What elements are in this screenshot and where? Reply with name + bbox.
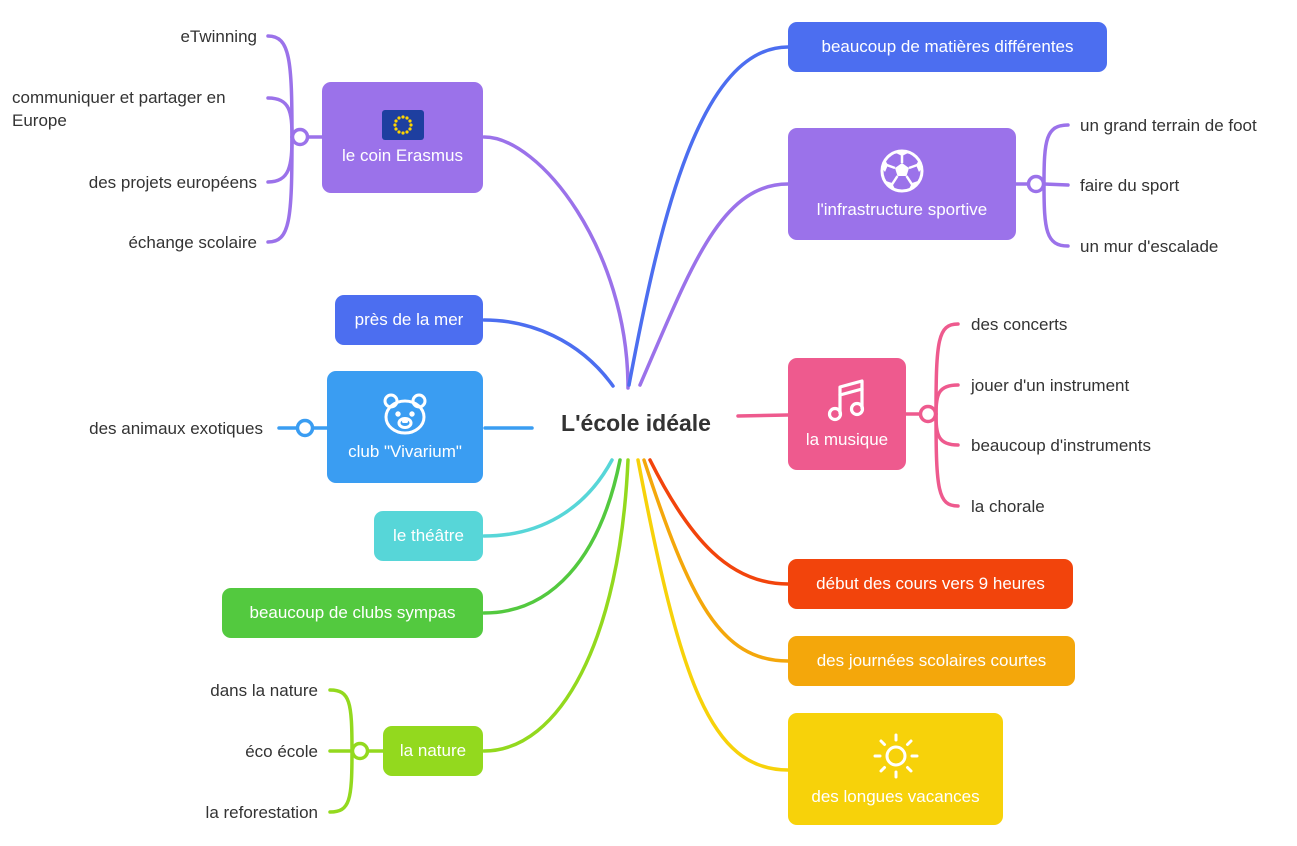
node-matieres[interactable]: beaucoup de matières différentes <box>788 22 1107 72</box>
music-note-icon <box>827 378 867 424</box>
node-erasmus-label: le coin Erasmus <box>342 145 463 165</box>
link-cours <box>648 458 790 586</box>
link-musique <box>736 413 790 418</box>
leaf-beaucoup-instruments[interactable]: beaucoup d'instruments <box>971 436 1151 455</box>
link-matieres <box>627 45 790 387</box>
node-sport-label: l'infrastructure sportive <box>816 200 988 219</box>
bracket-musique <box>904 322 960 508</box>
soccer-ball-icon <box>879 148 925 194</box>
leaf-terrain-foot[interactable]: un grand terrain de foot <box>1080 116 1257 135</box>
bear-icon <box>381 392 429 436</box>
bracket-nature <box>328 688 385 814</box>
node-journees[interactable]: des journées scolaires courtes <box>788 636 1075 686</box>
bracket-erasmus <box>266 34 324 244</box>
bracket-sport <box>1014 123 1070 248</box>
link-vacances <box>636 458 790 772</box>
node-musique-label: la musique <box>805 430 889 449</box>
leaf-jouer-instrument[interactable]: jouer d'un instrument <box>971 376 1130 395</box>
leaf-chorale[interactable]: la chorale <box>971 497 1045 516</box>
link-theatre <box>482 458 614 538</box>
link-mer <box>482 318 615 388</box>
node-vacances[interactable]: des longues vacances <box>788 713 1003 825</box>
sun-icon <box>871 731 921 781</box>
link-erasmus <box>482 135 630 390</box>
leaf-eco-ecole[interactable]: éco école <box>245 742 318 761</box>
leaf-concerts[interactable]: des concerts <box>971 315 1068 334</box>
leaf-echange-scolaire[interactable]: échange scolaire <box>128 233 257 252</box>
leaf-etwinning[interactable]: eTwinning <box>180 27 257 46</box>
link-sport <box>638 182 790 387</box>
leaf-communiquer[interactable]: communiquer et partager en Europe <box>12 88 226 130</box>
node-vacances-label: des longues vacances <box>811 787 980 806</box>
central-topic[interactable]: L'école idéale <box>561 409 711 436</box>
eu-flag-icon <box>381 109 424 140</box>
node-vivarium-label: club "Vivarium" <box>348 442 462 461</box>
leaf-mur-escalade[interactable]: un mur d'escalade <box>1080 237 1219 256</box>
link-journees <box>642 458 790 663</box>
leaf-faire-du-sport[interactable]: faire du sport <box>1080 176 1180 195</box>
node-nature[interactable]: la nature <box>383 726 483 776</box>
bracket-vivarium <box>277 418 329 438</box>
node-erasmus[interactable]: le coin Erasmus <box>322 82 483 193</box>
node-musique[interactable]: la musique <box>788 358 906 470</box>
leaf-reforestation[interactable]: la reforestation <box>205 803 318 822</box>
node-clubs[interactable]: beaucoup de clubs sympas <box>222 588 483 638</box>
node-mer[interactable]: près de la mer <box>335 295 483 345</box>
leaf-animaux-exotiques[interactable]: des animaux exotiques <box>89 419 263 438</box>
link-clubs <box>482 458 622 615</box>
leaf-dans-la-nature[interactable]: dans la nature <box>210 681 318 700</box>
node-cours[interactable]: début des cours vers 9 heures <box>788 559 1073 609</box>
leaf-projets-europeens[interactable]: des projets européens <box>88 173 257 192</box>
node-vivarium[interactable]: club "Vivarium" <box>327 371 483 483</box>
node-theatre[interactable]: le théâtre <box>374 511 483 561</box>
node-sport[interactable]: l'infrastructure sportive <box>788 128 1016 240</box>
link-nature <box>482 458 630 753</box>
